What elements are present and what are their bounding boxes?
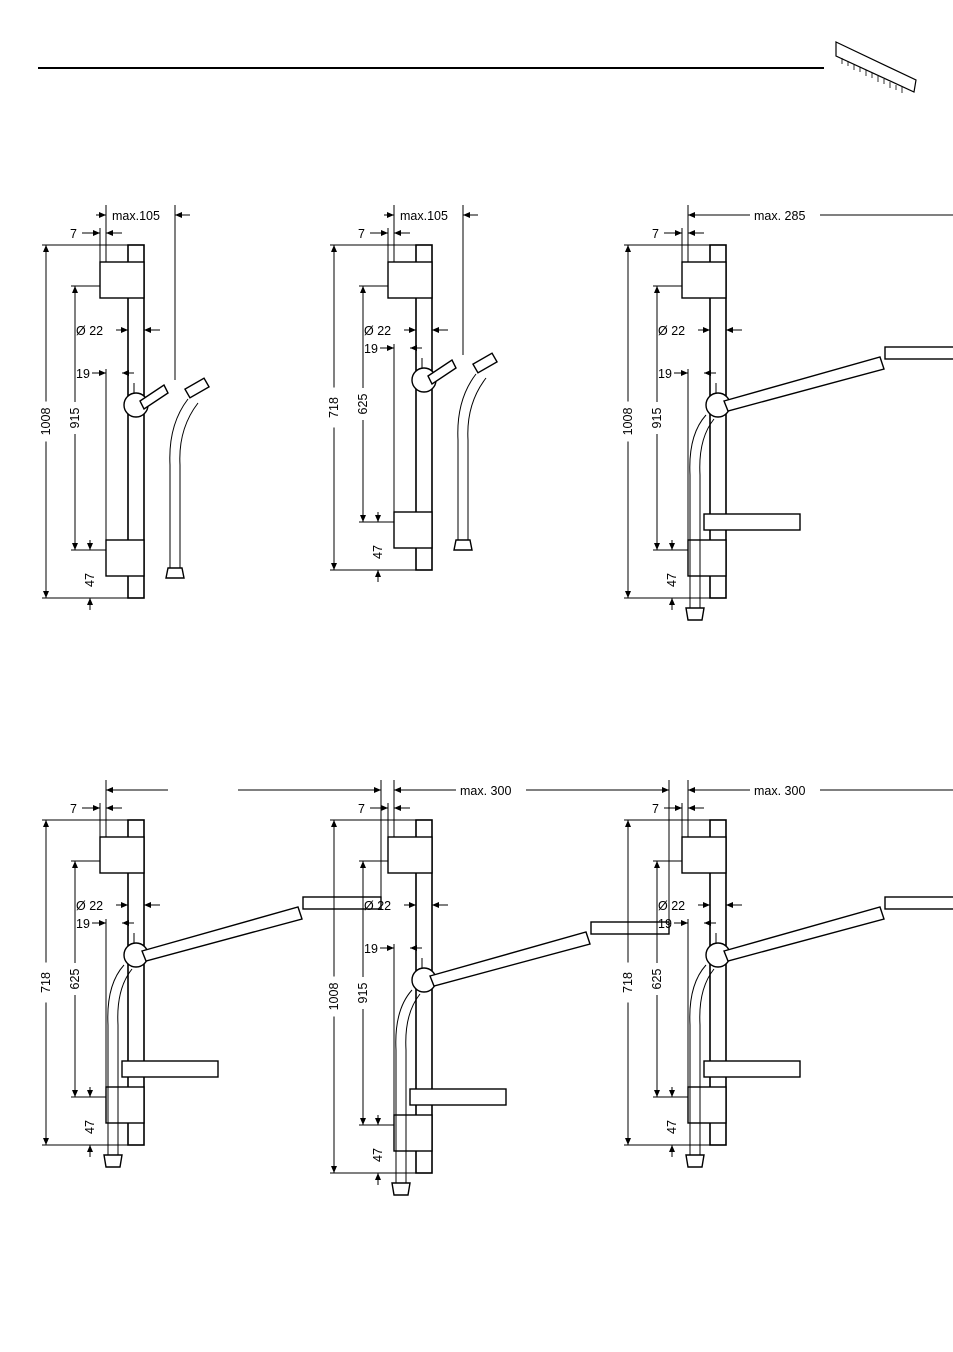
shower-hose: [458, 374, 486, 540]
bracket-span-label: 625: [356, 394, 370, 415]
total-height-label: 718: [621, 972, 635, 993]
slider-offset-label: 19: [658, 367, 672, 381]
total-height-label: 1008: [39, 408, 53, 436]
offset-label: 7: [70, 227, 77, 241]
upper-wall-bracket: [682, 262, 726, 298]
hand-shower-head: [885, 897, 953, 909]
hand-shower-handle: [142, 907, 302, 961]
diameter-label: Ø 22: [658, 899, 685, 913]
reach-label: max. 285: [754, 209, 805, 223]
slider-offset-label: 19: [364, 342, 378, 356]
diameter-label: Ø 22: [76, 899, 103, 913]
hand-shower-handle: [724, 357, 884, 411]
reach-label: max.105: [400, 209, 448, 223]
slider-offset-label: 19: [364, 942, 378, 956]
hand-shower-handle: [724, 907, 884, 961]
lower-wall-bracket: [688, 540, 726, 576]
diameter-label: Ø 22: [364, 899, 391, 913]
lower-wall-bracket: [106, 1087, 144, 1123]
ruler-icon: [834, 40, 918, 98]
lower-wall-bracket: [688, 1087, 726, 1123]
upper-wall-bracket: [388, 837, 432, 873]
diagram-svg: 718 625 47 7 Ø 22 19 max. 300: [612, 775, 912, 1255]
diagram-1008-max300: 1008 915 47 7 Ø 22 19 max. 300: [318, 775, 618, 1260]
hose-connector-bottom: [686, 1155, 704, 1167]
hose-connector-bottom: [454, 540, 472, 550]
total-height-label: 1008: [621, 408, 635, 436]
diagram-718-max300: 718 625 47 7 Ø 22 19 max. 300: [612, 775, 912, 1260]
soap-dish: [410, 1089, 506, 1105]
hose-connector-top: [473, 353, 497, 373]
reach-label: max. 300: [460, 784, 511, 798]
bottom-offset-label: 47: [371, 1148, 385, 1162]
bottom-offset-label: 47: [665, 1120, 679, 1134]
diameter-label: Ø 22: [364, 324, 391, 338]
lower-wall-bracket: [394, 1115, 432, 1151]
diagram-svg: 1008 915 47 7 Ø 22 19 max. 300: [318, 775, 618, 1255]
bracket-span-label: 625: [650, 969, 664, 990]
upper-wall-bracket: [388, 262, 432, 298]
diagram-svg: 718 625 47 7 Ø 22 19 max.105: [318, 200, 618, 680]
bottom-offset-label: 47: [371, 545, 385, 559]
lower-wall-bracket: [394, 512, 432, 548]
diameter-label: Ø 22: [658, 324, 685, 338]
offset-label: 7: [358, 227, 365, 241]
lower-wall-bracket: [106, 540, 144, 576]
diagram-svg: 718 625 47 7 Ø 22 19: [30, 775, 330, 1255]
total-height-label: 718: [327, 397, 341, 418]
bottom-offset-label: 47: [83, 573, 97, 587]
hose-connector-top: [185, 378, 209, 398]
shower-hose: [170, 399, 198, 568]
bottom-offset-label: 47: [665, 573, 679, 587]
diagram-1008-hose: 1008 915 47 7 Ø 22 19 max.105: [30, 200, 330, 685]
upper-wall-bracket: [682, 837, 726, 873]
hose-connector-bottom: [166, 568, 184, 578]
offset-label: 7: [652, 802, 659, 816]
bottom-offset-label: 47: [83, 1120, 97, 1134]
slider-offset-label: 19: [76, 917, 90, 931]
reach-label: max.105: [112, 209, 160, 223]
diagram-718-hose: 718 625 47 7 Ø 22 19 max.105: [318, 200, 618, 685]
upper-wall-bracket: [100, 837, 144, 873]
bracket-span-label: 915: [68, 408, 82, 429]
bracket-span-label: 915: [356, 983, 370, 1004]
hand-shower-handle: [430, 932, 590, 986]
offset-label: 7: [70, 802, 77, 816]
offset-label: 7: [358, 802, 365, 816]
diagram-svg: 1008 915 47 7 Ø 22 19 max. 285: [612, 200, 912, 680]
upper-wall-bracket: [100, 262, 144, 298]
hose-connector-bottom: [392, 1183, 410, 1195]
diagram-718-showerhead: 718 625 47 7 Ø 22 19: [30, 775, 330, 1260]
slider-offset-label: 19: [658, 917, 672, 931]
hose-connector-bottom: [686, 608, 704, 620]
slider-offset-label: 19: [76, 367, 90, 381]
total-height-label: 1008: [327, 983, 341, 1011]
soap-dish: [704, 1061, 800, 1077]
offset-label: 7: [652, 227, 659, 241]
bracket-span-label: 625: [68, 969, 82, 990]
hose-connector-bottom: [104, 1155, 122, 1167]
diameter-label: Ø 22: [76, 324, 103, 338]
diagram-1008-max285: 1008 915 47 7 Ø 22 19 max. 285: [612, 200, 912, 685]
total-height-label: 718: [39, 972, 53, 993]
reach-label: max. 300: [754, 784, 805, 798]
hand-shower-head: [885, 347, 953, 359]
header-rule: [38, 67, 824, 69]
diagram-svg: 1008 915 47 7 Ø 22 19 max.105: [30, 200, 330, 680]
soap-dish: [122, 1061, 218, 1077]
soap-dish: [704, 514, 800, 530]
bracket-span-label: 915: [650, 408, 664, 429]
